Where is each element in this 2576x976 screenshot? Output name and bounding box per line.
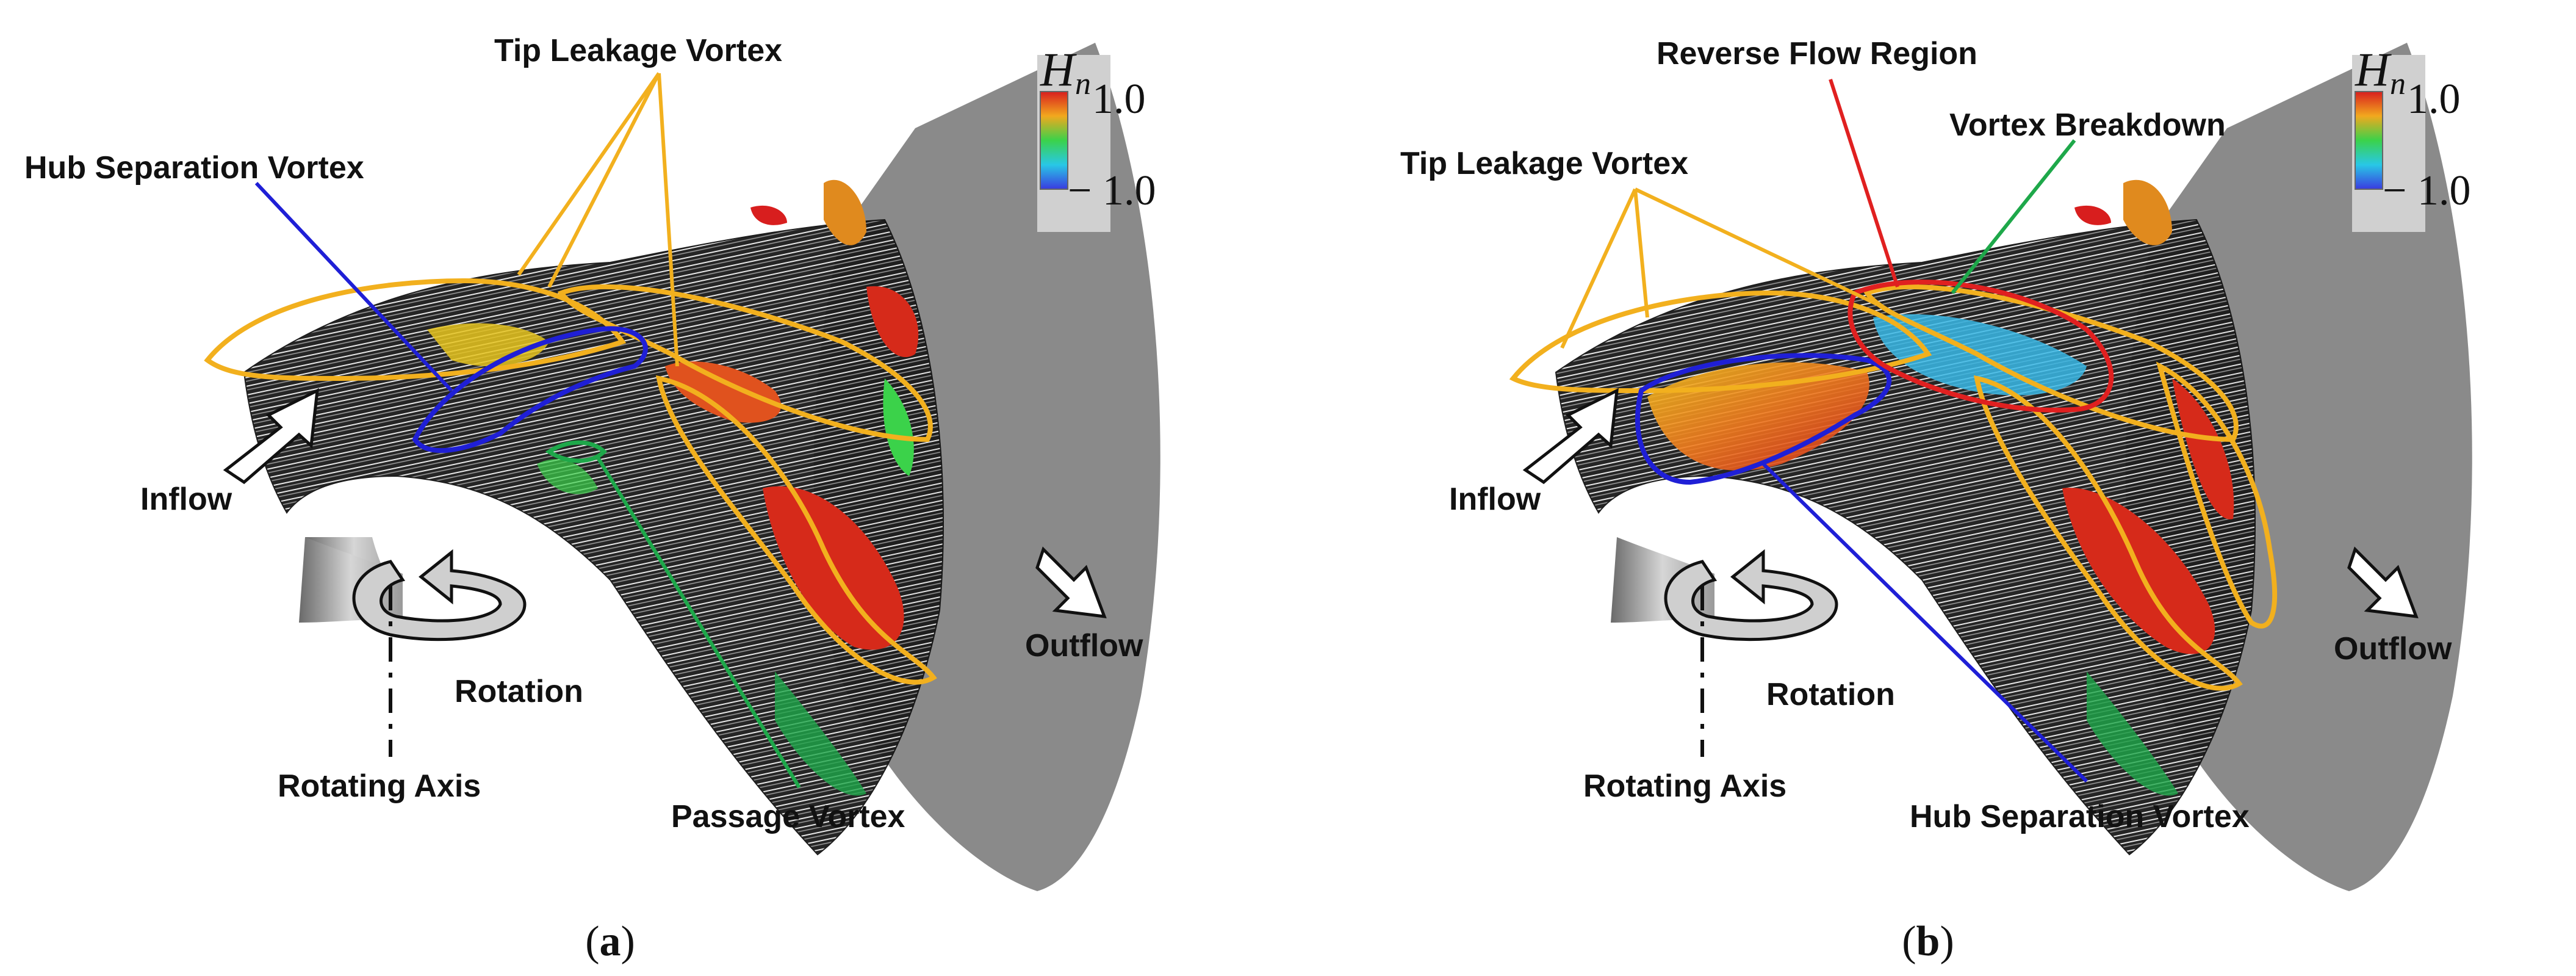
legend-min: − 1.0 [1068,167,1156,214]
legend-max: 1.0 [1092,76,1146,123]
hub-separation-outline [412,326,648,454]
panel-b: H n 1.0 − 1.0 Reverse Flow Region Vortex… [1400,36,2472,965]
colorbar [1040,91,1068,190]
colorbar-legend: H n 1.0 − 1.0 [2352,43,2470,232]
label-rotating-axis: Rotating Axis [1583,768,1786,804]
hub-separation-outline [1635,353,1892,485]
label-tip-leakage-vortex: Tip Leakage Vortex [494,33,782,68]
reverse-flow-outline [1847,280,2114,413]
label-hub-separation-vortex: Hub Separation Vortex [24,150,364,186]
label-rotation: Rotation [455,674,583,709]
legend-symbol: H [2355,43,2392,96]
outflow-arrow-icon [2347,546,2419,618]
label-inflow: Inflow [1449,482,1541,517]
caption-a: (a) [585,918,635,965]
inflow-arrow-icon [223,388,319,485]
label-outflow: Outflow [1025,628,1143,663]
label-rotation: Rotation [1766,677,1895,712]
tip-leakage-outlines [1509,284,2278,691]
caption-b: (b) [1902,918,1954,965]
legend-subscript: n [2390,67,2406,101]
inflow-arrow-icon [1522,388,1619,485]
label-reverse-flow-region: Reverse Flow Region [1657,36,1977,71]
label-hub-separation-vortex: Hub Separation Vortex [1910,799,2250,834]
colorbar [2355,91,2383,190]
rotation-arrow-icon [1664,549,1838,642]
passage-vortex-outline [545,440,607,463]
label-tip-leakage-vortex: Tip Leakage Vortex [1400,146,1688,181]
outflow-arrow-icon [1035,546,1107,618]
label-vortex-breakdown: Vortex Breakdown [1949,107,2226,143]
panel-a: H n 1.0 − 1.0 Tip Leakage Vortex Hub Sep… [24,33,1160,965]
label-rotating-axis: Rotating Axis [278,768,481,804]
leader-lines [254,72,801,789]
vortex-upper-blob [665,361,782,423]
rotation-arrow-icon [352,549,527,642]
legend-min: − 1.0 [2383,167,2470,214]
label-passage-vortex: Passage Vortex [671,799,905,834]
legend-subscript: n [1075,67,1091,101]
legend-symbol: H [1040,43,1077,96]
colorbar-legend: H n 1.0 − 1.0 [1037,43,1156,232]
label-outflow: Outflow [2334,631,2452,667]
legend-max: 1.0 [2407,76,2461,123]
leader-lines [1560,79,2089,783]
label-inflow: Inflow [140,482,232,517]
